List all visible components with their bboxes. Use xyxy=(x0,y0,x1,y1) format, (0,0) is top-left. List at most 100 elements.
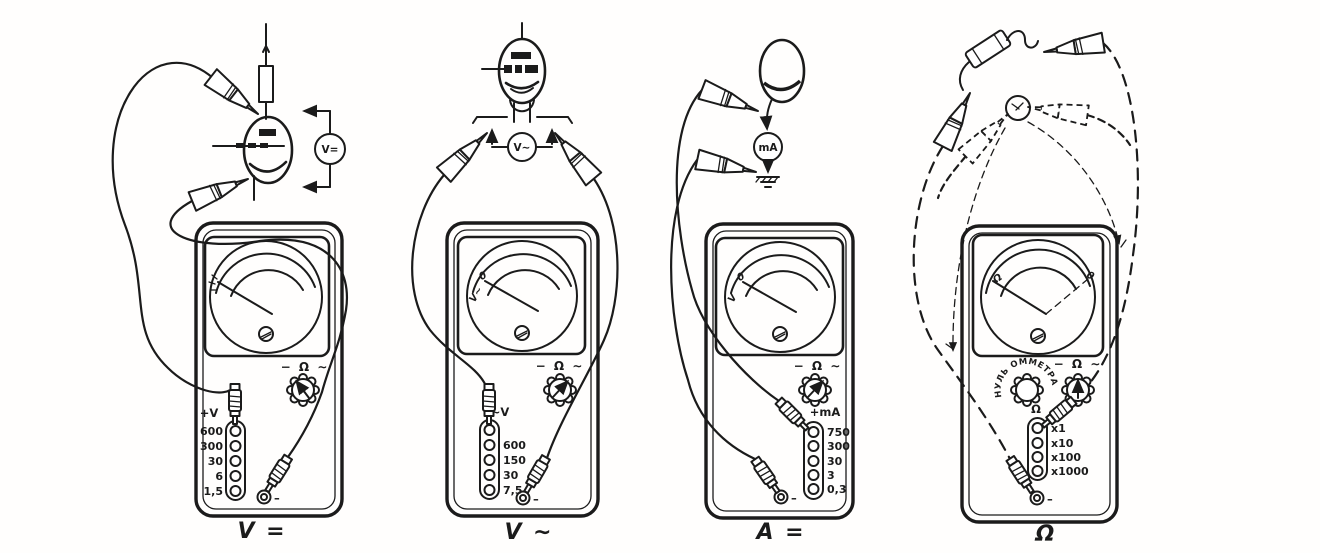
meter-body: − Ω ∼ +V 600 300 30 6 1,5 – xyxy=(194,221,344,518)
range-label: 30 xyxy=(827,455,843,468)
case-inner-outline xyxy=(453,229,592,510)
test-lead-wire xyxy=(111,61,237,394)
dial-face xyxy=(724,241,836,353)
range-label: 600 xyxy=(503,439,526,452)
dial-scale-inner xyxy=(487,269,560,296)
wire-end xyxy=(262,23,270,53)
test-lead-stub-dashed xyxy=(1085,113,1132,147)
jack-hole xyxy=(229,440,242,452)
test-probe xyxy=(546,125,603,187)
case-outline xyxy=(194,221,344,518)
tube-circuit-current: mA xyxy=(753,38,806,188)
tube-cathode xyxy=(248,160,288,173)
test-lead-stub-dashed xyxy=(936,154,968,200)
panel-caption: A = xyxy=(754,520,805,545)
case-outline xyxy=(960,224,1119,524)
range-label: 150 xyxy=(503,454,526,467)
case-inner-outline xyxy=(202,229,336,510)
knob-pointer xyxy=(807,379,825,398)
minus-terminal: – xyxy=(256,489,280,505)
component-lead xyxy=(1006,30,1039,49)
test-lead-wire-dashed xyxy=(1072,41,1139,402)
dial-needle xyxy=(484,280,539,312)
case-inner-outline xyxy=(712,230,847,512)
jack-hole xyxy=(1031,465,1044,477)
banana-plug xyxy=(260,452,295,496)
tube-grid xyxy=(504,65,538,73)
component-lead xyxy=(958,61,970,91)
meter-body: Ω 0 НУЛЬ ОММЕТРА − Ω ∼ Ω x1 x10 x100 xyxy=(960,224,1119,524)
mode-selector-knob xyxy=(543,373,577,407)
test-lead-wire xyxy=(545,177,619,460)
panel-caption: Ω xyxy=(1035,522,1057,547)
range-label: 30 xyxy=(208,455,224,468)
meter-body: 0 V∼ − Ω ∼ ∼V 600 150 30 7,5 – xyxy=(445,221,600,518)
mode-selector-label: − Ω ∼ xyxy=(536,359,585,373)
test-probe-dashed xyxy=(1025,96,1090,127)
tube-base-pins xyxy=(513,102,531,123)
dial-needle xyxy=(742,281,797,313)
range-label: 30 xyxy=(503,469,519,482)
jack-group-label: Ω xyxy=(1031,402,1041,416)
range-label: x10 xyxy=(1051,437,1074,450)
jack-column xyxy=(479,419,500,500)
jack-column xyxy=(1027,417,1048,481)
dial-zero-label: 0 xyxy=(735,271,747,284)
component-under-test xyxy=(958,29,1039,121)
jack-group-label: +mA xyxy=(810,405,841,419)
dial-window xyxy=(203,235,331,358)
panel-caption: V ∼ xyxy=(504,520,553,545)
dial-scale-inner xyxy=(1000,266,1077,297)
dial-zero-label: 0 xyxy=(477,270,489,283)
dial-scale-outer xyxy=(730,254,830,294)
panel-caption: V = xyxy=(237,519,286,544)
minus-terminal-label: – xyxy=(274,491,280,505)
needle-deflection-annotation xyxy=(1027,121,1122,245)
case-outline xyxy=(704,222,855,520)
dial-window xyxy=(456,235,587,356)
test-lead-wire-dashed xyxy=(912,144,1012,461)
range-label: x1 xyxy=(1051,422,1066,435)
knob-pointer xyxy=(295,379,310,399)
circuit-wire xyxy=(759,98,773,131)
vacuum-tube xyxy=(758,38,806,104)
mode-selector-knob xyxy=(1061,373,1095,407)
panel-resistance: Ω 0 НУЛЬ ОММЕТРА − Ω ∼ Ω x1 x10 x100 xyxy=(912,29,1139,547)
jack-hole xyxy=(1031,451,1044,463)
tube-getter xyxy=(511,52,531,59)
minus-terminal-label: – xyxy=(533,492,539,506)
voltmeter-symbol-label: V∼ xyxy=(514,142,531,154)
dial-face xyxy=(980,239,1096,355)
jack-hole xyxy=(483,469,496,481)
panel-ac-voltage: V∼ 0 V∼ − Ω ∼ ∼V xyxy=(411,22,619,545)
dial-window xyxy=(714,236,845,357)
jack-hole xyxy=(807,426,820,438)
voltmeter-symbol-label: V= xyxy=(322,144,339,156)
zero-adjust-annotation xyxy=(948,127,1006,352)
milliammeter-symbol-label: mA xyxy=(758,142,778,154)
dial-needle xyxy=(217,281,273,315)
voltmeter-symbol: V= xyxy=(302,104,346,194)
chassis-line xyxy=(472,116,573,124)
range-label: 750 xyxy=(827,426,850,439)
range-label: 600 xyxy=(200,425,223,438)
adjust-screw xyxy=(772,326,788,342)
tube-grid xyxy=(248,143,256,148)
tube-grid-gap xyxy=(522,65,525,73)
dial-scale-outer xyxy=(472,253,572,293)
range-label: x1000 xyxy=(1051,465,1089,478)
dial-scale-outer xyxy=(985,248,1091,294)
minus-terminal: – xyxy=(773,489,797,505)
tube-cathode xyxy=(504,80,540,90)
jack-hole xyxy=(483,424,496,436)
tube-cathode xyxy=(510,87,534,94)
panel-dc-current: mA 0 V − Ω ∼ +mA xyxy=(670,38,855,545)
jack-hole xyxy=(1031,422,1044,434)
dial-needle-deflected xyxy=(1045,278,1089,315)
meter-body: 0 V − Ω ∼ +mA 750 300 30 3 0,3 – xyxy=(704,222,855,520)
case-inner-outline xyxy=(968,232,1111,516)
jack-column xyxy=(225,420,246,501)
dial-unit-label: Ω xyxy=(990,272,1005,287)
dial-zero-label: 0 xyxy=(1084,270,1095,283)
